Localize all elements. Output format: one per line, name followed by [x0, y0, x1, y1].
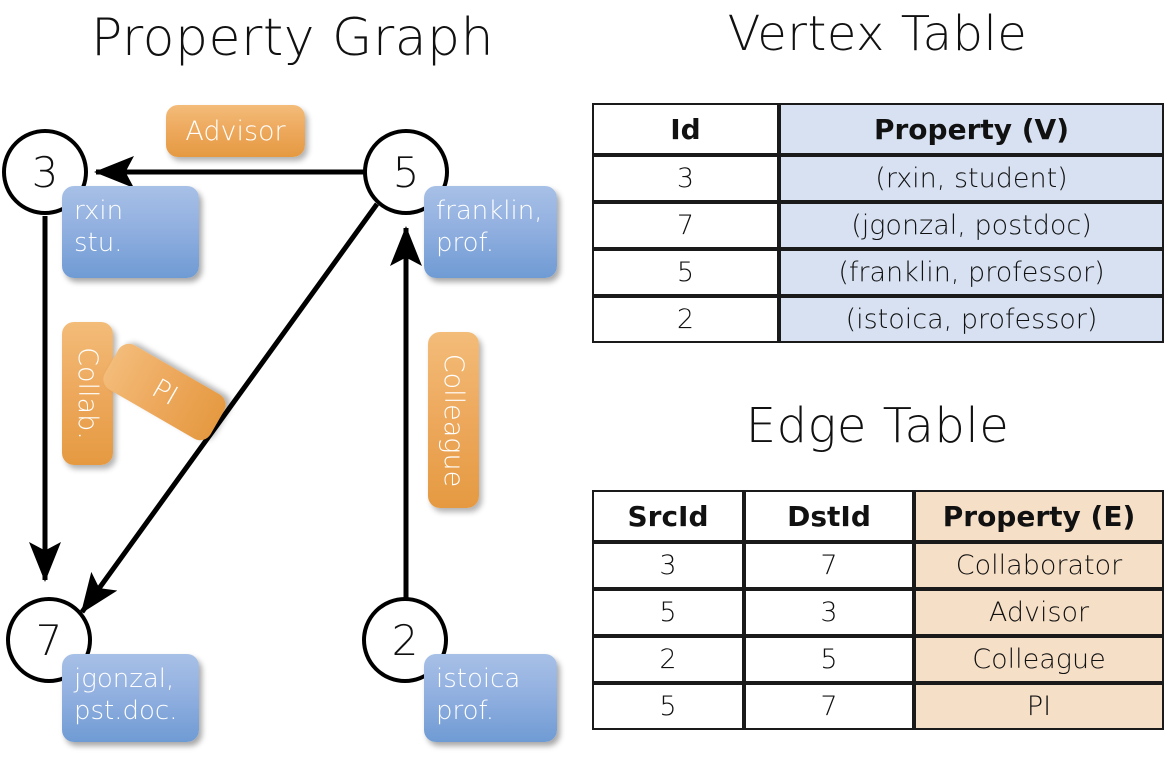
edge-table-header-row: SrcId DstId Property (E)	[592, 490, 1164, 542]
vertex-property-box-3[interactable]: rxin stu.	[62, 186, 199, 278]
edge-row-3-dst: 7	[744, 683, 914, 730]
edge-row-0-src: 3	[592, 542, 744, 589]
edge-row-0-dst: 7	[744, 542, 914, 589]
edge-label-collab[interactable]: Collab.	[62, 322, 113, 465]
edge-label-colleague-text: Colleague	[438, 353, 469, 487]
edge-row-3-property: PI	[914, 683, 1164, 730]
vertex-row-0-property: (rxin, student)	[779, 155, 1164, 202]
edge-row-1-dst: 3	[744, 589, 914, 636]
edge-row-2-dst: 5	[744, 636, 914, 683]
table-row[interactable]: 2 5 Colleague	[592, 636, 1164, 683]
table-row[interactable]: 2 (istoica, professor)	[592, 296, 1164, 343]
edge-table-header-srcid: SrcId	[592, 490, 744, 542]
page-title-vertex-table: Vertex Table	[727, 6, 1028, 62]
edge-row-1-src: 5	[592, 589, 744, 636]
table-row[interactable]: 5 (franklin, professor)	[592, 249, 1164, 296]
vertex-table-header-row: Id Property (V)	[592, 103, 1164, 155]
page-title-edge-table: Edge Table	[745, 398, 1010, 454]
table-row[interactable]: 5 7 PI	[592, 683, 1164, 730]
graph-edges-svg	[29, 156, 422, 614]
edge-row-2-property: Colleague	[914, 636, 1164, 683]
page-title-property-graph: Property Graph	[90, 8, 495, 68]
vertex-property-box-7[interactable]: jgonzal, pst.doc.	[62, 654, 199, 742]
table-row[interactable]: 5 3 Advisor	[592, 589, 1164, 636]
vertex-node-2[interactable]: 2	[362, 597, 448, 683]
edge-5-to-7-pi	[79, 202, 380, 614]
edge-row-3-src: 5	[592, 683, 744, 730]
vertex-table-header-id: Id	[592, 103, 779, 155]
edge-table-header-dstid: DstId	[744, 490, 914, 542]
vertex-row-2-id: 5	[592, 249, 779, 296]
edge-row-1-property: Advisor	[914, 589, 1164, 636]
vertex-property-box-5[interactable]: franklin, prof.	[424, 186, 557, 278]
vertex-table: Id Property (V) 3 (rxin, student) 7 (jgo…	[592, 103, 1164, 343]
vertex-row-2-property: (franklin, professor)	[779, 249, 1164, 296]
edge-table: SrcId DstId Property (E) 3 7 Collaborato…	[592, 490, 1164, 730]
vertex-row-3-property: (istoica, professor)	[779, 296, 1164, 343]
table-row[interactable]: 3 7 Collaborator	[592, 542, 1164, 589]
vertex-property-box-2[interactable]: istoica prof.	[424, 654, 557, 742]
vertex-node-5[interactable]: 5	[363, 129, 449, 215]
edge-row-2-src: 2	[592, 636, 744, 683]
edge-label-advisor[interactable]: Advisor	[166, 105, 305, 157]
vertex-row-3-id: 2	[592, 296, 779, 343]
edge-table-header-property: Property (E)	[914, 490, 1164, 542]
edge-label-collab-text: Collab.	[72, 347, 103, 440]
vertex-row-0-id: 3	[592, 155, 779, 202]
vertex-table-header-property: Property (V)	[779, 103, 1164, 155]
table-row[interactable]: 3 (rxin, student)	[592, 155, 1164, 202]
edge-row-0-property: Collaborator	[914, 542, 1164, 589]
edge-label-colleague[interactable]: Colleague	[428, 332, 479, 508]
property-graph-diagram: 3 5 7 2 rxin stu. franklin, prof. jgonza…	[2, 105, 557, 742]
edge-label-pi-text: PI	[146, 372, 183, 412]
vertex-row-1-id: 7	[592, 202, 779, 249]
table-row[interactable]: 7 (jgonzal, postdoc)	[592, 202, 1164, 249]
vertex-row-1-property: (jgonzal, postdoc)	[779, 202, 1164, 249]
